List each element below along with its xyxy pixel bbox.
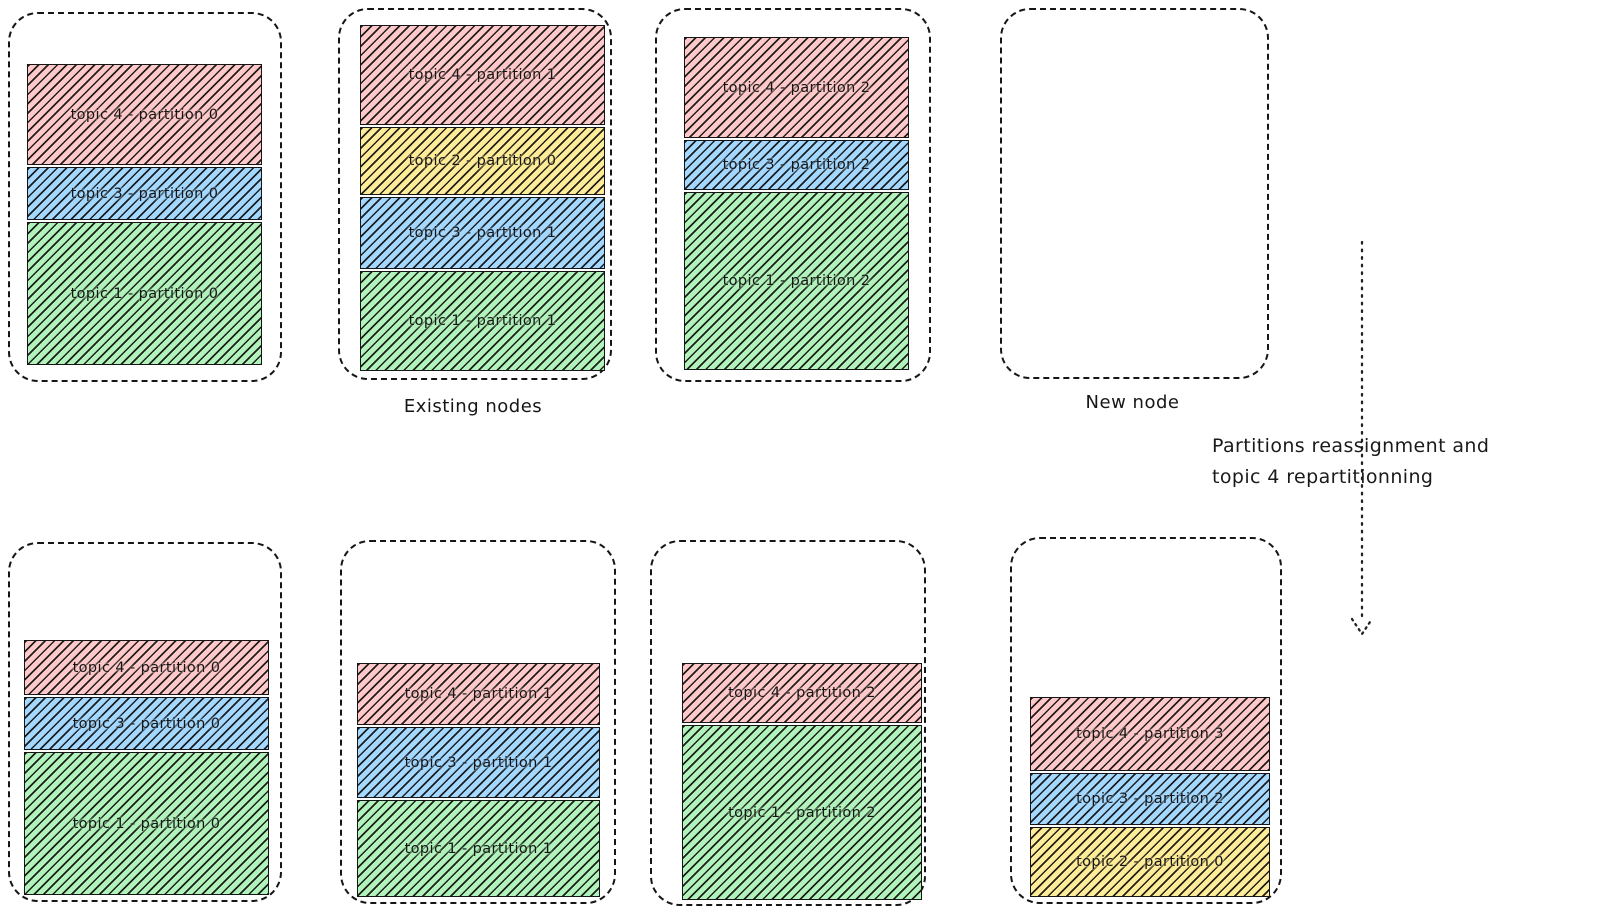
node-2-after-box: topic 4 - partition 1 topic 3 - partitio… — [340, 540, 616, 904]
partition-t3-p1-after: topic 3 - partition 1 — [357, 727, 600, 798]
partition-t1-p2: topic 1 - partition 2 — [684, 192, 909, 370]
existing-nodes-caption: Existing nodes — [403, 396, 543, 417]
partition-t1-p0-after: topic 1 - partition 0 — [24, 752, 269, 895]
existing-node-3-box: topic 4 - partition 2 topic 3 - partitio… — [655, 8, 931, 382]
partition-t4-p2-after: topic 4 - partition 2 — [682, 663, 922, 723]
node-3-after-box: topic 4 - partition 2 topic 1 - partitio… — [650, 540, 926, 906]
partition-t4-p0-after: topic 4 - partition 0 — [24, 640, 269, 695]
node-1-after-box: topic 4 - partition 0 topic 3 - partitio… — [8, 542, 282, 902]
existing-node-2-box: topic 4 - partition 1 topic 2 - partitio… — [338, 8, 612, 380]
reassignment-annotation: Partitions reassignment and topic 4 repa… — [1212, 431, 1489, 493]
partition-t4-p1-after: topic 4 - partition 1 — [357, 663, 600, 725]
partition-t1-p2-after: topic 1 - partition 2 — [682, 725, 922, 900]
partition-t4-p3-after: topic 4 - partition 3 — [1030, 697, 1270, 771]
existing-node-1-box: topic 4 - partition 0 topic 3 - partitio… — [8, 12, 282, 382]
partition-t3-p0-after: topic 3 - partition 0 — [24, 697, 269, 750]
partition-t4-p2: topic 4 - partition 2 — [684, 37, 909, 138]
annotation-line-1: Partitions reassignment and — [1212, 435, 1490, 457]
partition-t2-p0-after: topic 2 - partition 0 — [1030, 827, 1270, 897]
new-node-caption: New node — [1085, 392, 1180, 413]
new-node-box — [1000, 8, 1269, 379]
partition-t1-p1-after: topic 1 - partition 1 — [357, 800, 600, 897]
new-node-after-box: topic 4 - partition 3 topic 3 - partitio… — [1010, 537, 1282, 904]
partition-t1-p0: topic 1 - partition 0 — [27, 222, 262, 365]
partition-t3-p1: topic 3 - partition 1 — [360, 197, 605, 269]
partition-t3-p0: topic 3 - partition 0 — [27, 167, 262, 220]
partition-t2-p0: topic 2 - partition 0 — [360, 127, 605, 195]
partition-t1-p1: topic 1 - partition 1 — [360, 271, 605, 371]
partition-t3-p2-after: topic 3 - partition 2 — [1030, 773, 1270, 825]
partition-t4-p1: topic 4 - partition 1 — [360, 25, 605, 125]
partition-t3-p2: topic 3 - partition 2 — [684, 140, 909, 190]
annotation-line-2: topic 4 repartitionning — [1212, 466, 1434, 488]
partition-t4-p0: topic 4 - partition 0 — [27, 64, 262, 165]
